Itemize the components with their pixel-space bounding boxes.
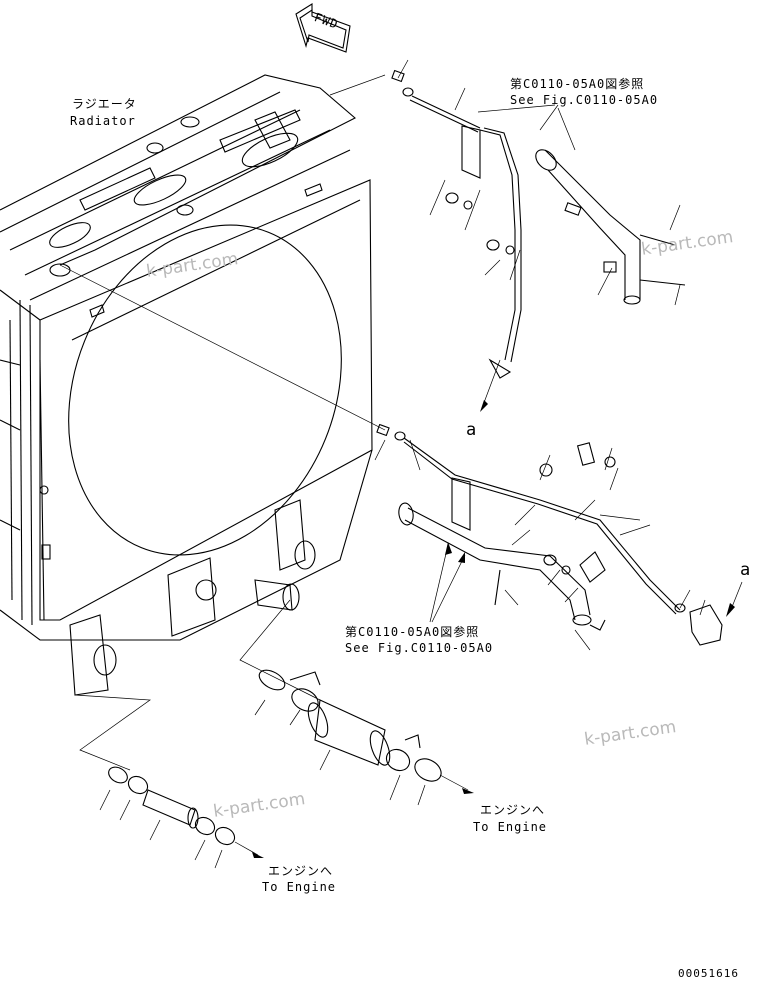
ref-mid-leaders: [429, 544, 466, 623]
reference-mid-jp: 第C0110-05A0図参照: [345, 625, 480, 639]
reference-top-en: See Fig.C0110-05A0: [510, 93, 659, 107]
leader-line: [59, 264, 386, 431]
radiator-label-en: Radiator: [70, 114, 136, 128]
leader-line-top: [329, 74, 386, 96]
to-engine-right-jp: エンジンへ: [480, 803, 546, 817]
radiator-body: [0, 74, 373, 696]
lower-pipe-assembly: [374, 423, 723, 651]
ref-mid-arrow1-icon: [445, 542, 452, 555]
arrow-a-right-icon: [726, 603, 735, 617]
arrow-a-top-icon: [480, 400, 488, 412]
document-number: 00051616: [678, 967, 739, 980]
hose-group-center: [239, 599, 474, 806]
ref-a-top: a: [466, 420, 478, 440]
reference-mid-en: See Fig.C0110-05A0: [345, 641, 494, 655]
to-engine-left-jp: エンジンへ: [268, 864, 334, 878]
fwd-arrow-icon: [295, 3, 351, 53]
reference-top-jp: 第C0110-05A0図参照: [510, 77, 645, 91]
radiator-label-jp: ラジエータ: [72, 97, 137, 111]
ref-a-right: a: [740, 560, 752, 580]
ref-mid-arrow2-icon: [458, 552, 465, 563]
leader-a-top: [481, 359, 501, 409]
hose-group-left: [74, 694, 264, 869]
to-engine-left-en: To Engine: [262, 880, 337, 894]
to-engine-right-en: To Engine: [473, 820, 548, 834]
upper-pipe-assembly: [391, 59, 686, 379]
